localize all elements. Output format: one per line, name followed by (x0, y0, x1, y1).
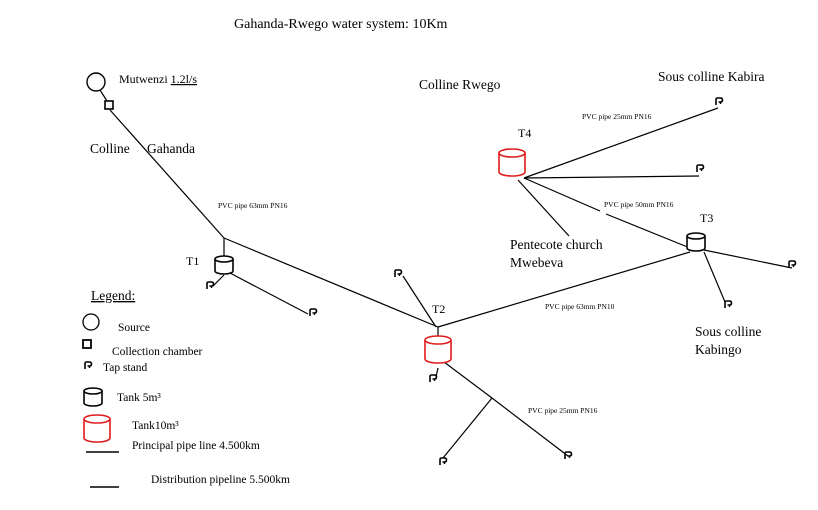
pipe-t1-tap (229, 272, 309, 315)
tap-stand-icon (724, 300, 733, 309)
legend-tap-label: Tap stand (103, 362, 147, 374)
tap-stand-icon (439, 457, 448, 466)
tap-stand-icon (788, 260, 797, 269)
diagram-title: Gahanda-Rwego water system: 10Km (234, 17, 448, 32)
tap-stand-icon (309, 308, 318, 317)
tank-t3-icon (686, 232, 706, 252)
legend-tank5-label: Tank 5m³ (117, 392, 161, 404)
pipe-lower-left (442, 397, 493, 459)
legend-tank10-label: Tank10m³ (132, 420, 179, 432)
tank-t1-label: T1 (186, 254, 199, 268)
tank-t3-label: T3 (700, 211, 713, 225)
area-kabira-label: Sous colline Kabira (658, 69, 764, 84)
legend-heading: Legend: (91, 288, 135, 303)
pipe-collection-t1 (109, 109, 225, 239)
pipe-t2-tap-upper (402, 275, 437, 328)
legend-principal-label: Principal pipe line 4.500km (132, 440, 260, 452)
pipe-label-t2-t3: PVC pipe 63mm PN10 (545, 302, 615, 311)
area-gahanda-label: Gahanda (147, 141, 195, 156)
pipe-network (109, 107, 793, 459)
pipe-label-t2-lower: PVC pipe 25mm PN16 (528, 406, 598, 415)
tap-stand-icon (715, 97, 724, 106)
pipe-junction-t2 (223, 237, 439, 328)
tap-stand-icon (564, 451, 573, 460)
tank-t1-icon (214, 255, 234, 275)
tap-stand-icon (696, 164, 705, 173)
pipe-label-t4-kabira: PVC pipe 25mm PN16 (582, 112, 652, 121)
pipe-t4-t3-a (523, 177, 601, 212)
pipe-t1-tap-short (212, 274, 225, 287)
area-mwebeva-label: Mwebeva (510, 255, 563, 270)
legend-tank5-icon (83, 387, 103, 407)
pipe-t4-kabira (523, 107, 719, 179)
area-rwego-label: Colline Rwego (419, 77, 501, 92)
legend-tank10-icon (83, 414, 111, 443)
pipe-lower-right (491, 397, 569, 457)
legend-tap-icon (84, 361, 93, 370)
area-souscolline-label: Sous colline (695, 324, 761, 339)
legend-distribution-label: Distribution pipeline 5.500km (151, 474, 290, 486)
source-icon (86, 72, 106, 92)
legend-source-icon (82, 313, 100, 331)
pipe-source-collection (99, 89, 108, 102)
source-name: Mutwenzi 1.2l/s (119, 72, 197, 86)
pipe-t3-kabingo (703, 251, 726, 303)
area-church-label: Pentecote church (510, 237, 603, 252)
tap-stand-icon (429, 374, 438, 383)
pipe-t2-lower (443, 361, 493, 399)
pipe-t4-t3-b (605, 213, 691, 249)
tank-t4-label: T4 (518, 126, 531, 140)
pipe-t4-tap-mid (523, 175, 700, 179)
tank-t4-icon (498, 148, 526, 177)
pipe-t2-t3 (437, 251, 691, 328)
tank-t2-label: T2 (432, 302, 445, 316)
pipe-t3-tap-right (703, 249, 793, 269)
legend-source-label: Source (118, 322, 150, 334)
legend-collection-label: Collection chamber (112, 346, 203, 358)
legend: Legend: Source Collection chamber Tap st… (82, 288, 290, 488)
tap-stand-icon (394, 269, 403, 278)
legend-collection-icon (82, 339, 92, 349)
area-kabingo-label: Kabingo (695, 342, 742, 357)
tank-t2-icon (424, 335, 452, 364)
pipe-t4-church (517, 179, 570, 237)
collection-chamber-icon (104, 100, 114, 110)
area-colline-label: Colline (90, 141, 130, 156)
pipe-label-main-upper: PVC pipe 63mm PN16 (218, 201, 288, 210)
pipe-label-t4-t3: PVC pipe 50mm PN16 (604, 200, 674, 209)
tap-stand-icon (206, 281, 215, 290)
